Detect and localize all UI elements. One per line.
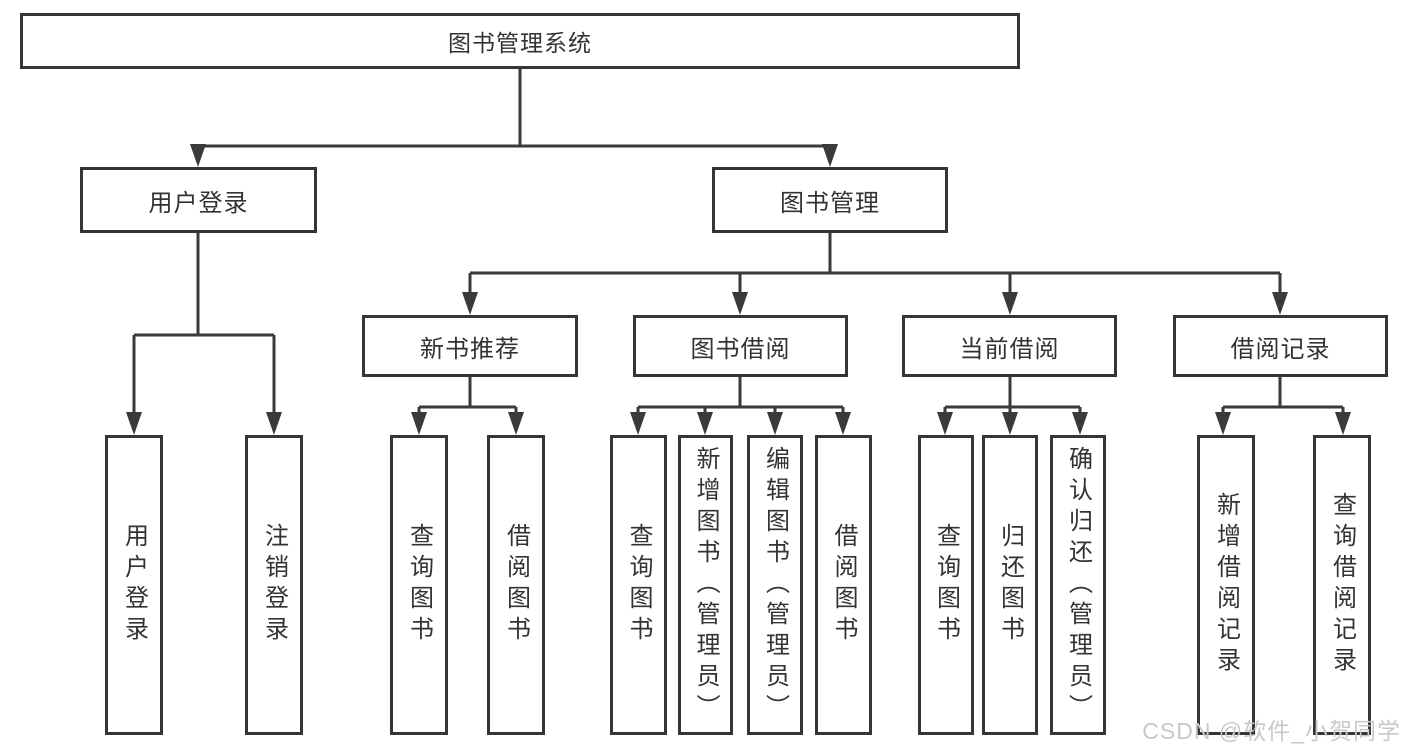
- node-borrow-records: 借阅记录: [1173, 315, 1388, 377]
- node-logout-label: 注销登录: [260, 523, 288, 647]
- node-query-borrow-record-label: 查询借阅记录: [1328, 492, 1356, 678]
- node-user-login: 用户登录: [80, 167, 317, 233]
- node-confirm-return-admin: 确认归还（管理员）: [1050, 435, 1106, 735]
- node-book-management-label: 图书管理: [780, 189, 880, 217]
- node-user-login-action-label: 用户登录: [120, 523, 148, 647]
- node-query-books-current: 查询图书: [918, 435, 974, 735]
- node-add-book-admin-label: 新增图书（管理员）: [692, 445, 719, 725]
- node-query-books-recommend: 查询图书: [390, 435, 448, 735]
- node-borrow-books-action: 借阅图书: [815, 435, 872, 735]
- node-return-book-label: 归还图书: [996, 523, 1024, 647]
- node-add-borrow-record-label: 新增借阅记录: [1212, 492, 1240, 678]
- node-query-books-borrowing: 查询图书: [610, 435, 667, 735]
- node-new-book-recommend-label: 新书推荐: [420, 335, 520, 363]
- node-confirm-return-admin-label: 确认归还（管理员）: [1064, 445, 1092, 725]
- arrowhead-icons: [126, 144, 1351, 435]
- node-book-borrowing: 图书借阅: [633, 315, 848, 377]
- node-user-login-action: 用户登录: [105, 435, 163, 735]
- node-library-management-system-label: 图书管理系统: [448, 30, 592, 56]
- node-new-book-recommend: 新书推荐: [362, 315, 578, 377]
- node-borrow-books-recommend-label: 借阅图书: [502, 523, 530, 647]
- node-book-borrowing-label: 图书借阅: [690, 335, 791, 363]
- node-query-books-borrowing-label: 查询图书: [625, 523, 652, 647]
- node-user-login-label: 用户登录: [148, 189, 249, 217]
- node-borrow-records-label: 借阅记录: [1230, 335, 1331, 363]
- node-query-books-current-label: 查询图书: [932, 523, 960, 647]
- node-logout: 注销登录: [245, 435, 303, 735]
- node-current-borrowing-label: 当前借阅: [959, 335, 1060, 363]
- node-query-books-recommend-label: 查询图书: [405, 523, 433, 647]
- node-borrow-books-action-label: 借阅图书: [830, 523, 857, 647]
- node-edit-book-admin: 编辑图书（管理员）: [747, 435, 803, 735]
- csdn-watermark: CSDN @软件_小贺同学: [1142, 718, 1401, 744]
- node-book-management: 图书管理: [712, 167, 948, 233]
- node-return-book: 归还图书: [982, 435, 1038, 735]
- node-current-borrowing: 当前借阅: [902, 315, 1117, 377]
- node-add-book-admin: 新增图书（管理员）: [678, 435, 733, 735]
- node-library-management-system: 图书管理系统: [20, 13, 1020, 69]
- node-add-borrow-record: 新增借阅记录: [1197, 435, 1255, 735]
- node-edit-book-admin-label: 编辑图书（管理员）: [761, 445, 789, 725]
- node-borrow-books-recommend: 借阅图书: [487, 435, 545, 735]
- node-query-borrow-record: 查询借阅记录: [1313, 435, 1371, 735]
